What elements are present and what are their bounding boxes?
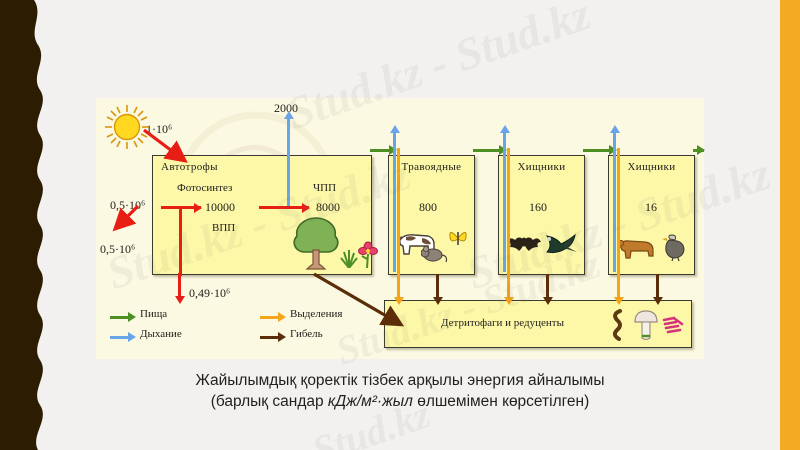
gpp-value: 10000 [205, 200, 235, 214]
legend-label-respiration: Дыхание [140, 328, 182, 340]
legend-arrowhead-food [128, 312, 136, 322]
autotroph-respiration-arrow [283, 111, 294, 206]
autotroph-death-arrow [313, 272, 405, 327]
box-herbivores-title: Травоядные [401, 161, 462, 173]
box-herbivores[interactable]: Травоядные 800 [388, 155, 475, 275]
swallow-icon [545, 233, 577, 254]
gpp-label: ВПП [212, 222, 236, 234]
box-predators-2-title: Хищники [627, 161, 676, 173]
legend-swatch-excretion [260, 316, 278, 319]
caption-line-2: (барлық сандар кДж/м²·жыл өлшемімен көрс… [60, 391, 740, 412]
right-accent-bar [780, 0, 800, 450]
death-arrow-herbivores [432, 274, 443, 305]
caption-units: кДж/м²·жыл [327, 393, 413, 410]
autotroph-loss-arrow [174, 273, 185, 304]
herbivores-value: 800 [419, 200, 437, 214]
respiration-arrow-predators-2 [609, 125, 620, 272]
mouse-icon [421, 246, 448, 263]
predators-2-value: 16 [645, 200, 657, 214]
left-wave-decoration [0, 0, 43, 450]
solar-input-label: 1·10⁶ [146, 122, 173, 136]
bacteria-icon [662, 316, 684, 334]
npp-value: 8000 [316, 200, 340, 214]
predators-1-value: 160 [529, 200, 547, 214]
mushroom-icon [634, 310, 658, 341]
caption-line-1: Жайылымдық қоректік тізбек арқылы энерги… [195, 372, 605, 389]
npp-label: ЧПП [313, 182, 337, 194]
tree-icon [293, 217, 339, 270]
cow-icon [398, 234, 435, 255]
box-autotrophs[interactable]: Автотрофы Фотосинтез ЧПП ВПП 10000 8000 [152, 155, 378, 276]
caption-line-2-pre: (барлық сандар [210, 393, 328, 410]
excretion-arrow-predators-1 [503, 148, 514, 305]
box-predators-2[interactable]: Хищники 16 [608, 155, 695, 275]
excretion-arrow-predators-2 [613, 148, 624, 305]
bear-icon [617, 239, 654, 259]
death-arrow-predators-2 [652, 274, 663, 305]
vulture-icon [662, 234, 685, 262]
sun-icon [104, 104, 150, 150]
excretion-arrow-herbivores [393, 148, 404, 305]
respiration-arrow-herbivores [389, 125, 400, 272]
solar-reflected-arrow [112, 204, 140, 232]
food-arrow-3 [583, 145, 617, 155]
solar-input-arrow [143, 128, 188, 163]
respiration-arrow-predators-1 [499, 125, 510, 272]
legend-swatch-death [260, 336, 278, 339]
food-arrow-2 [473, 145, 507, 155]
npp-arrow [259, 202, 310, 213]
bat-icon [507, 237, 541, 251]
flower-icon [358, 241, 378, 268]
legend-label-death: Гибель [290, 328, 323, 340]
legend-arrowhead-respiration [128, 332, 136, 342]
grass-icon [340, 250, 358, 268]
legend-label-excretion: Выделения [290, 308, 343, 320]
legend-label-food: Пища [140, 308, 168, 320]
photosynthesis-label: Фотосинтез [177, 182, 233, 194]
legend-swatch-respiration [110, 336, 128, 339]
energy-flow-diagram: 1·10⁶ 0,5·10⁶ Автотрофы Фотосинтез ЧПП В… [96, 98, 705, 359]
box-detritivores[interactable]: Детритофаги и редуценты [384, 300, 692, 348]
slide-caption: Жайылымдық қоректік тізбек арқылы энерги… [60, 370, 740, 412]
box-autotrophs-title: Автотрофы [161, 161, 218, 173]
legend-swatch-food [110, 316, 128, 319]
caption-line-2-post: өлшемімен көрсетілген) [412, 393, 590, 410]
legend-arrowhead-death [278, 332, 286, 342]
box-detritivores-title: Детритофаги и редуценты [441, 317, 564, 329]
worm-icon [612, 309, 622, 341]
death-arrow-predators-1 [542, 274, 553, 305]
solar-reflected-label: 0,5·10⁶ [100, 242, 136, 256]
butterfly-icon [449, 232, 467, 245]
autotroph-loss-stem [179, 206, 182, 276]
legend-arrowhead-excretion [278, 312, 286, 322]
autotroph-loss-label: 0,49·10⁶ [189, 286, 231, 300]
box-predators-1-title: Хищники [517, 161, 566, 173]
box-predators-1[interactable]: Хищники 160 [498, 155, 585, 275]
food-arrow-4 [693, 145, 705, 155]
